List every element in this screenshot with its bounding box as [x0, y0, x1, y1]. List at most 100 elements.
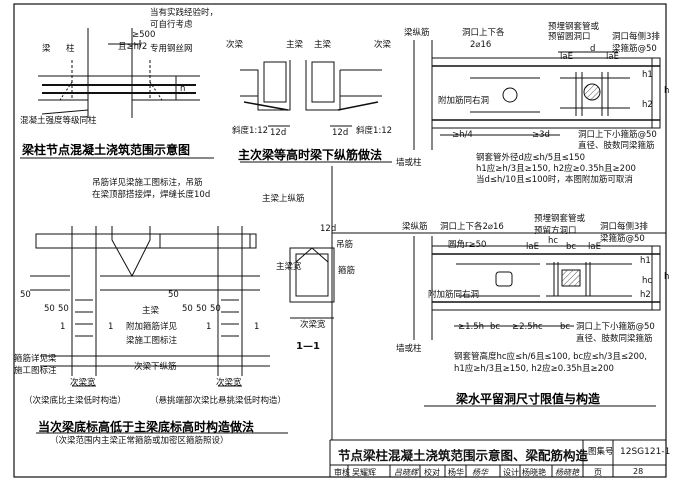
d1-h-label: h	[180, 84, 186, 94]
d3-lae-1: laE	[560, 52, 573, 62]
d4-sec-width-l: 次梁宽	[70, 378, 96, 388]
designer-name: 杨晓艳	[522, 468, 546, 477]
d4-dim50-f: 50	[210, 304, 221, 314]
d5-sleeve: 预埋钢套管或	[534, 214, 586, 224]
d3-column: 墙或柱	[396, 158, 422, 168]
d3-hole-top: 洞口上下各	[462, 28, 505, 38]
d4-stirrup-left1: 箍筋详见梁	[14, 354, 57, 364]
d4-section-label: 1—1	[296, 341, 320, 352]
d4-left-note: （次梁底比主梁低时构造）	[24, 396, 127, 406]
d3-hole-each: 洞口每侧3排	[612, 32, 660, 42]
d3-d3: ≥3d	[532, 130, 550, 140]
d1-dim-500: ≥500	[132, 30, 156, 40]
design-label: 设计	[503, 468, 519, 477]
d5-cond2: h1应≥h/3且≥150, h2应≥0.35h且≥200	[454, 364, 614, 374]
d4-cut-1b: 1	[108, 322, 114, 332]
d4-dim50-d: 50	[182, 304, 193, 314]
d5-bc-2: bc	[490, 322, 501, 332]
d5-hole-each: 洞口每侧3排	[600, 222, 648, 232]
d5-dia-limb: 直径、肢数同梁箍筋	[576, 334, 653, 344]
d5-bc-3: bc	[560, 322, 571, 332]
d3-h2: h2	[642, 100, 653, 110]
d4-right-note: （悬挑端部次梁比悬挑梁低时构造）	[150, 396, 287, 406]
d1-column-label: 柱	[66, 44, 75, 54]
d3-h1: h1	[642, 70, 653, 80]
d2-secondary-right: 次梁	[374, 40, 392, 50]
d5-beam-rebar: 梁纵筋	[402, 222, 428, 232]
d3-bars: 2⌀16	[470, 40, 492, 50]
d1-caption: 梁柱节点混凝土浇筑范围示意图	[22, 143, 191, 157]
d5-column: 墙或柱	[396, 344, 422, 354]
d2-slope-left: 斜度1:12	[232, 126, 269, 136]
d2-primary-right: 主梁	[314, 40, 332, 50]
d2-secondary-left: 次梁	[226, 40, 244, 50]
d4-dim50-g: 50	[168, 290, 179, 300]
d5-h25: ≥2.5hc	[512, 322, 543, 332]
d4-cut-1a: 1	[60, 322, 66, 332]
d3-stirrup50: 梁箍筋@50	[612, 44, 657, 54]
reviewer-signature: 吕晓辉	[394, 468, 418, 477]
d4-dim50-b: 50	[44, 304, 55, 314]
d5-h2: h2	[640, 290, 651, 300]
d4-stirrup-r: 箍筋	[338, 266, 356, 276]
d4-subcaption: （次梁范围内主梁正常箍筋或加密区箍筋照设）	[50, 436, 229, 446]
d3-cond3: 当d≤h/10且≤100时，本图附加筋可取消	[476, 175, 633, 185]
d4-stirrup-left2: 施工图标注	[14, 366, 57, 376]
d5-bc: bc	[566, 242, 577, 252]
d1-dim-h2: 且≥h/2	[118, 42, 148, 52]
d4-cut-1d: 1	[254, 322, 260, 332]
d1-mesh-label: 专用钢丝网	[150, 44, 193, 54]
d2-slope-right: 斜度1:12	[356, 126, 393, 136]
d3-preformed: 预留圆洞口	[548, 32, 591, 42]
checker-name: 杨华	[448, 468, 464, 477]
d5-h: h	[664, 272, 670, 282]
d4-dim50-c: 50	[58, 304, 69, 314]
d5-hole-top: 洞口上下各2⌀16	[440, 222, 504, 232]
d4-hanger-note1: 吊筋详见梁施工图标注，吊筋	[92, 178, 203, 188]
d5-caption: 梁水平留洞尺寸限值与构造	[456, 392, 601, 406]
d4-main-beam: 主梁	[142, 306, 160, 316]
d4-12d: 12d	[320, 224, 337, 234]
d5-corner: 圆角r≥50	[448, 240, 487, 250]
d5-h15: ≥1.5h	[458, 322, 485, 332]
d3-h: h	[664, 86, 670, 96]
d1-beam-label: 梁	[42, 44, 51, 54]
d3-dia-limb: 直径、肢数同梁箍筋	[578, 141, 655, 151]
d3-h4: ≥h/4	[452, 130, 473, 140]
sheet-title: 节点梁柱混凝土浇筑范围示意图、梁配筋构造	[338, 448, 589, 463]
d3-sleeve: 预埋钢套管或	[548, 22, 600, 32]
d4-main-bar: 主梁上纵筋	[262, 194, 305, 204]
atlas-number: 12SG121-1	[620, 447, 671, 457]
designer-signature: 杨晓艳	[555, 468, 579, 477]
d1-note-line1: 当有实践经验时，	[150, 8, 219, 18]
d4-sec-width-c: 次梁宽	[300, 320, 326, 330]
d4-hanger-r: 吊筋	[336, 240, 354, 250]
d5-hc: hc	[548, 236, 559, 246]
d4-dim50-e: 50	[196, 304, 207, 314]
review-label: 审核	[334, 468, 350, 477]
d5-lae-1: laE	[526, 242, 539, 252]
d4-cut-1c: 1	[206, 322, 212, 332]
d2-dim-left: 12d	[270, 128, 287, 138]
d5-cond1: 钢套管高度hc应≤h/6且≤100, bc应≤h/3且≤200,	[454, 352, 647, 362]
d5-lower-stirrup: 洞口上下小箍筋@50	[576, 322, 655, 332]
atlas-label: 图集号	[588, 447, 614, 457]
d4-add-stirrup1: 附加箍筋详见	[126, 322, 178, 332]
d5-h1: h1	[640, 256, 651, 266]
d1-note-line2: 可自行考虑	[150, 20, 193, 30]
d3-lower-stirrup: 洞口上下小箍筋@50	[578, 130, 657, 140]
d5-lae-2: laE	[588, 242, 601, 252]
d3-beam-rebar: 梁纵筋	[404, 28, 430, 38]
checker-signature: 杨华	[472, 468, 488, 477]
d4-sec-lower: 次梁下纵筋	[134, 362, 177, 372]
check-label: 校对	[424, 468, 440, 477]
d5-add-bar: 附加筋同右洞	[428, 290, 480, 300]
d3-add-bar: 附加筋同右洞	[438, 96, 490, 106]
page-label: 页	[594, 468, 602, 477]
d3-cond1: 钢套管外径d应≤h/5且≤150	[476, 153, 586, 163]
d5-hc-side: hc	[642, 276, 653, 286]
d3-lae-2: laE	[606, 52, 619, 62]
d4-main-width: 主梁宽	[276, 262, 302, 272]
